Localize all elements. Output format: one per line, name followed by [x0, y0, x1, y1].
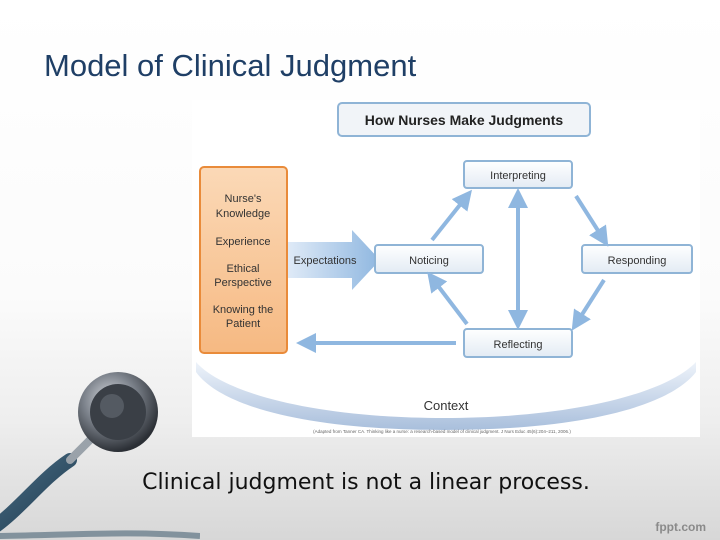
reflecting-label: Reflecting	[494, 339, 543, 351]
interpreting-label: Interpreting	[490, 170, 546, 182]
interpreting-box: Interpreting	[463, 160, 573, 189]
context-label: Context	[424, 398, 469, 413]
clinical-judgment-diagram: How Nurses Make Judgments Nurse's Knowle…	[192, 100, 700, 437]
reflecting-box: Reflecting	[463, 328, 573, 358]
stethoscope-icon	[0, 372, 200, 539]
slide-title: Model of Clinical Judgment	[44, 48, 417, 83]
diagram-heading-box: How Nurses Make Judgments	[337, 102, 591, 137]
noticing-box: Noticing	[374, 244, 484, 274]
watermark-logo: fppt.com	[655, 520, 706, 534]
cycle-arrows	[296, 188, 609, 353]
expectations-arrow: Expectations	[288, 230, 380, 290]
knowledge-item: Experience	[215, 236, 270, 248]
knowledge-item: Patient	[226, 318, 260, 330]
context-band: Context	[196, 362, 696, 430]
slide-caption: Clinical judgment is not a linear proces…	[142, 470, 590, 495]
knowledge-item: Nurse's	[225, 193, 262, 205]
knowledge-item: Perspective	[214, 277, 271, 289]
expectations-label: Expectations	[294, 255, 357, 267]
responding-box: Responding	[581, 244, 693, 274]
knowledge-item: Knowledge	[216, 208, 270, 220]
knowledge-box: Nurse's Knowledge Experience Ethical Per…	[199, 166, 288, 354]
diagram-heading: How Nurses Make Judgments	[365, 112, 564, 128]
knowledge-item: Ethical	[226, 263, 259, 275]
noticing-label: Noticing	[409, 255, 449, 267]
responding-label: Responding	[608, 255, 667, 267]
citation-text: (Adapted from Tanner CA. Thinking like a…	[313, 429, 571, 434]
knowledge-item: Knowing the	[213, 304, 274, 316]
